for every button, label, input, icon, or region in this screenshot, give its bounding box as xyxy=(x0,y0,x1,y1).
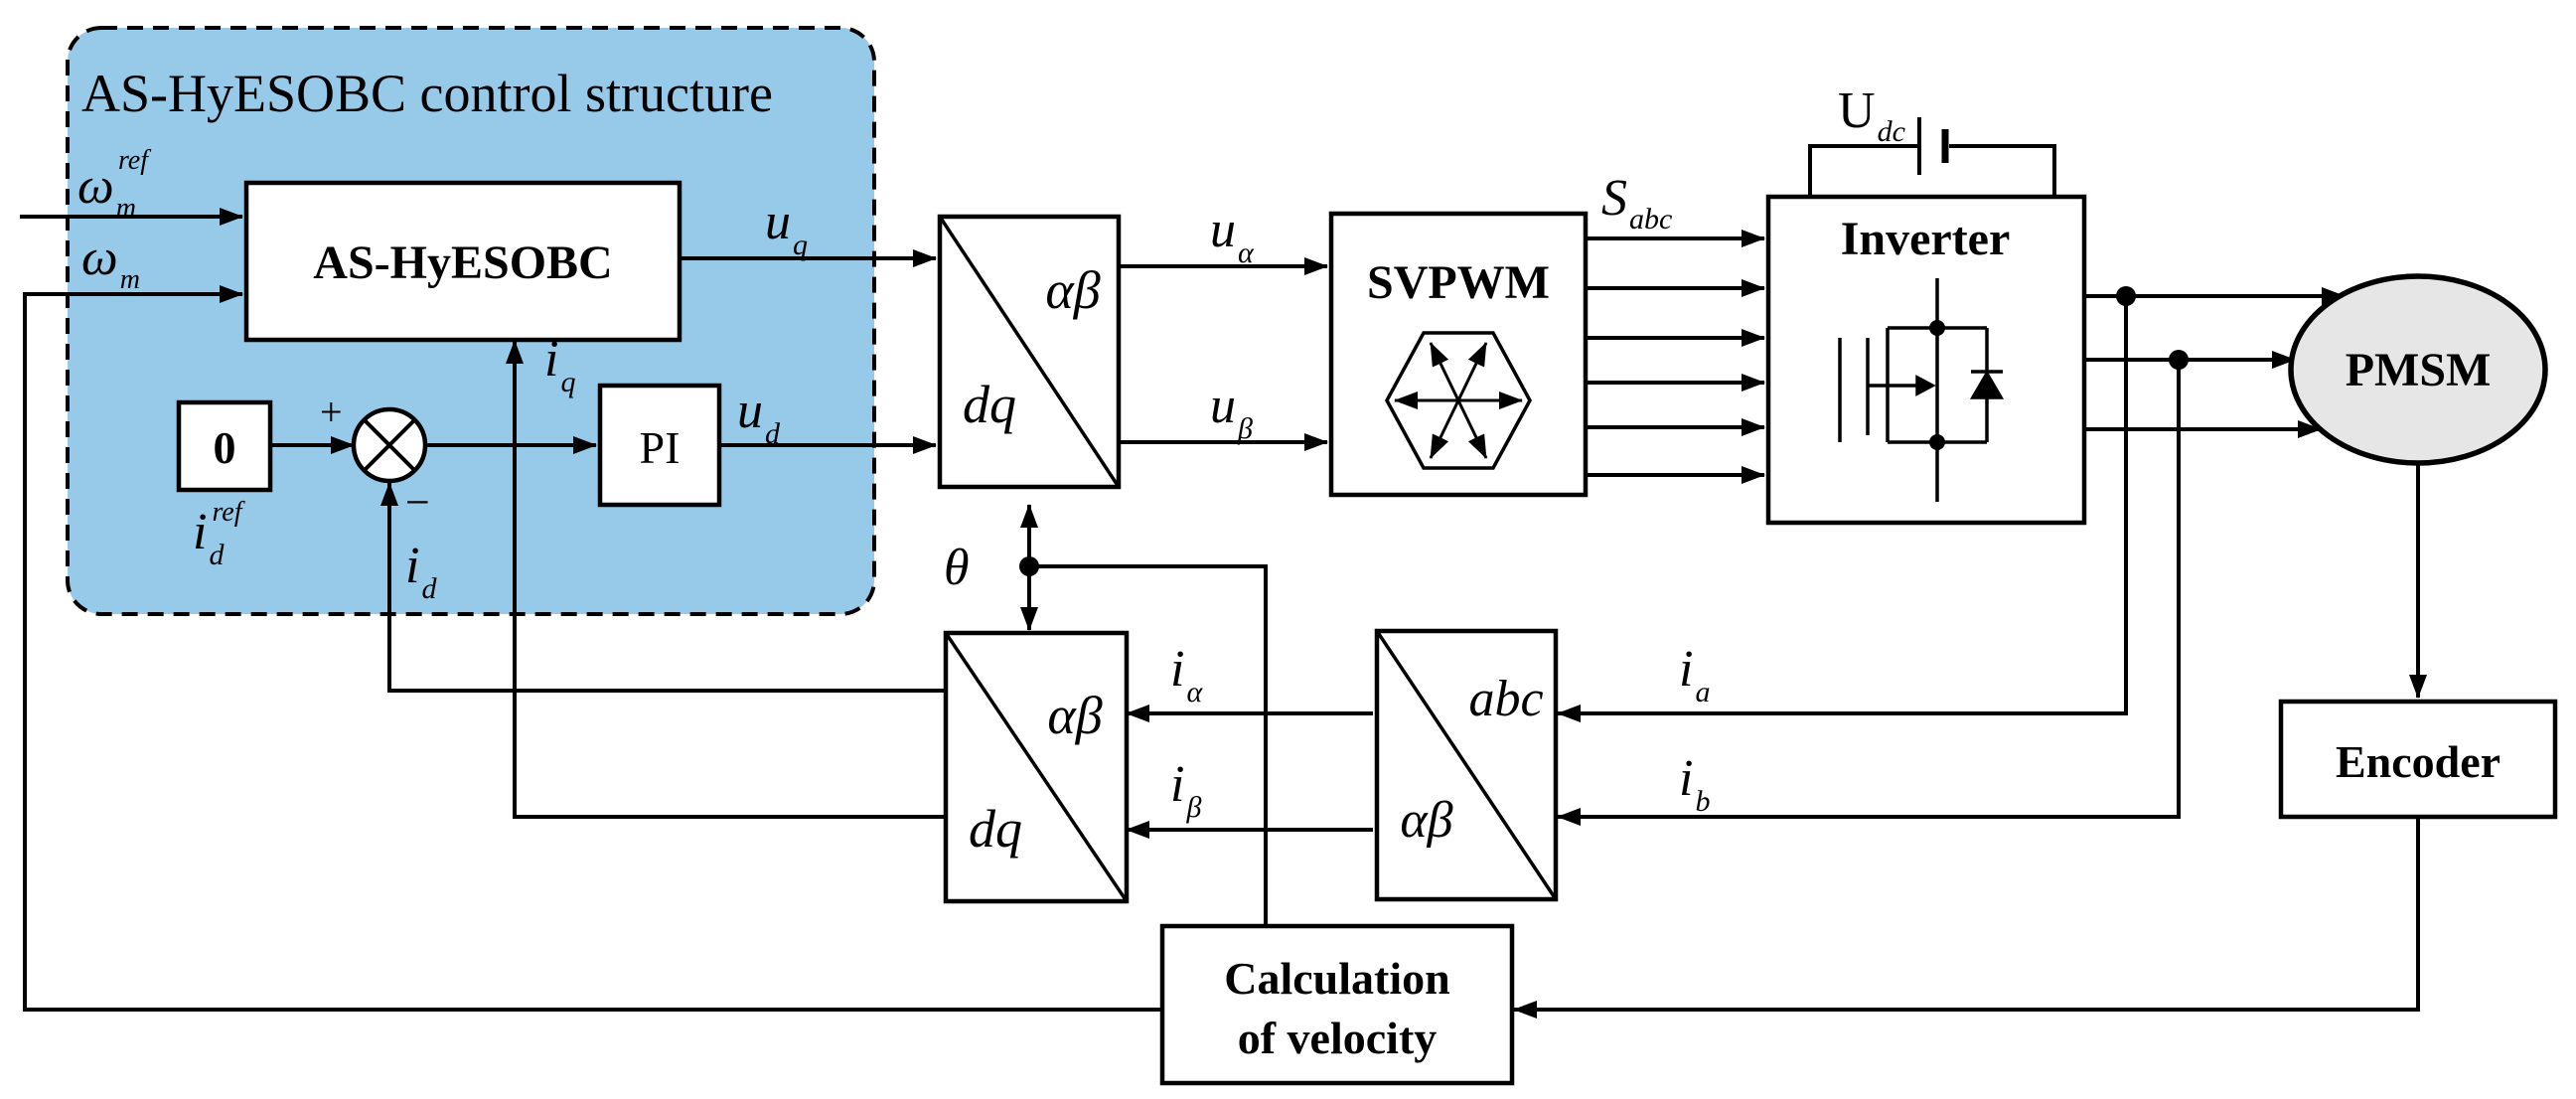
iq-label: iq xyxy=(544,331,575,398)
encoder-label: Encoder xyxy=(2336,736,2500,787)
ib-label: ib xyxy=(1679,750,1710,818)
clarke-upper: abc xyxy=(1468,671,1543,727)
control-region-title: AS-HyESOBC control structure xyxy=(81,64,773,123)
clarke-transform: abc αβ xyxy=(1374,628,1559,902)
ubeta-label: uβ xyxy=(1210,378,1253,445)
ud-label: ud xyxy=(737,383,781,450)
controller-label: AS-HyESOBC xyxy=(313,236,612,289)
pi-label: PI xyxy=(640,422,681,473)
id-ref-label: idref xyxy=(193,497,245,571)
velocity-line2: of velocity xyxy=(1238,1013,1438,1063)
omega-ref-label: ωmref xyxy=(77,145,151,224)
id-label: id xyxy=(405,538,437,605)
zero-label: 0 xyxy=(214,422,236,473)
connections xyxy=(20,144,2427,1019)
uq-label: uq xyxy=(765,194,808,261)
velocity-line1: Calculation xyxy=(1224,953,1449,1004)
park-bottom-lower: dq xyxy=(969,799,1022,859)
minus-sign: − xyxy=(405,478,430,527)
battery-icon xyxy=(1917,117,1949,175)
park-top-upper: αβ xyxy=(1045,260,1100,320)
udc-label: Udc xyxy=(1838,82,1905,148)
mosfet-switch-icon xyxy=(1838,278,2005,502)
ibeta-label: iβ xyxy=(1170,756,1201,824)
hexagon-vector-icon xyxy=(1385,331,1532,470)
signal-labels: ωmref ωm uq ud iq id idref + − uα uβ Sab… xyxy=(77,82,1905,824)
sabc-label: Sabc xyxy=(1601,170,1672,236)
clarke-lower: αβ xyxy=(1400,792,1452,849)
controller-block: AS-HyESOBC xyxy=(243,180,682,343)
inverter-block: Inverter xyxy=(1765,194,2087,526)
park-transform-top: αβ dq xyxy=(937,214,1122,490)
theta-label: θ xyxy=(944,540,970,596)
summing-junction-icon xyxy=(351,406,428,484)
svpwm-label: SVPWM xyxy=(1367,256,1550,309)
svpwm-block: SVPWM xyxy=(1328,211,1589,498)
ia-label: ia xyxy=(1679,641,1710,708)
pmsm-block: PMSM xyxy=(2288,273,2548,466)
plus-sign: + xyxy=(320,390,343,434)
pmsm-label: PMSM xyxy=(2346,344,2492,396)
pi-block: PI xyxy=(597,383,722,508)
park-top-lower: dq xyxy=(963,375,1016,434)
omega-m-label: ωm xyxy=(81,230,140,295)
ialpha-label: iα xyxy=(1170,641,1203,708)
encoder-block: Encoder xyxy=(2278,699,2558,820)
inverter-label: Inverter xyxy=(1841,213,2011,265)
zero-block: 0 xyxy=(176,399,273,493)
park-bottom-upper: αβ xyxy=(1047,686,1102,745)
junction-dots xyxy=(1019,286,2189,576)
ualpha-label: uα xyxy=(1210,202,1255,269)
park-transform-bottom: αβ dq xyxy=(943,630,1130,904)
velocity-calc-block: Calculation of velocity xyxy=(1159,923,1515,1086)
